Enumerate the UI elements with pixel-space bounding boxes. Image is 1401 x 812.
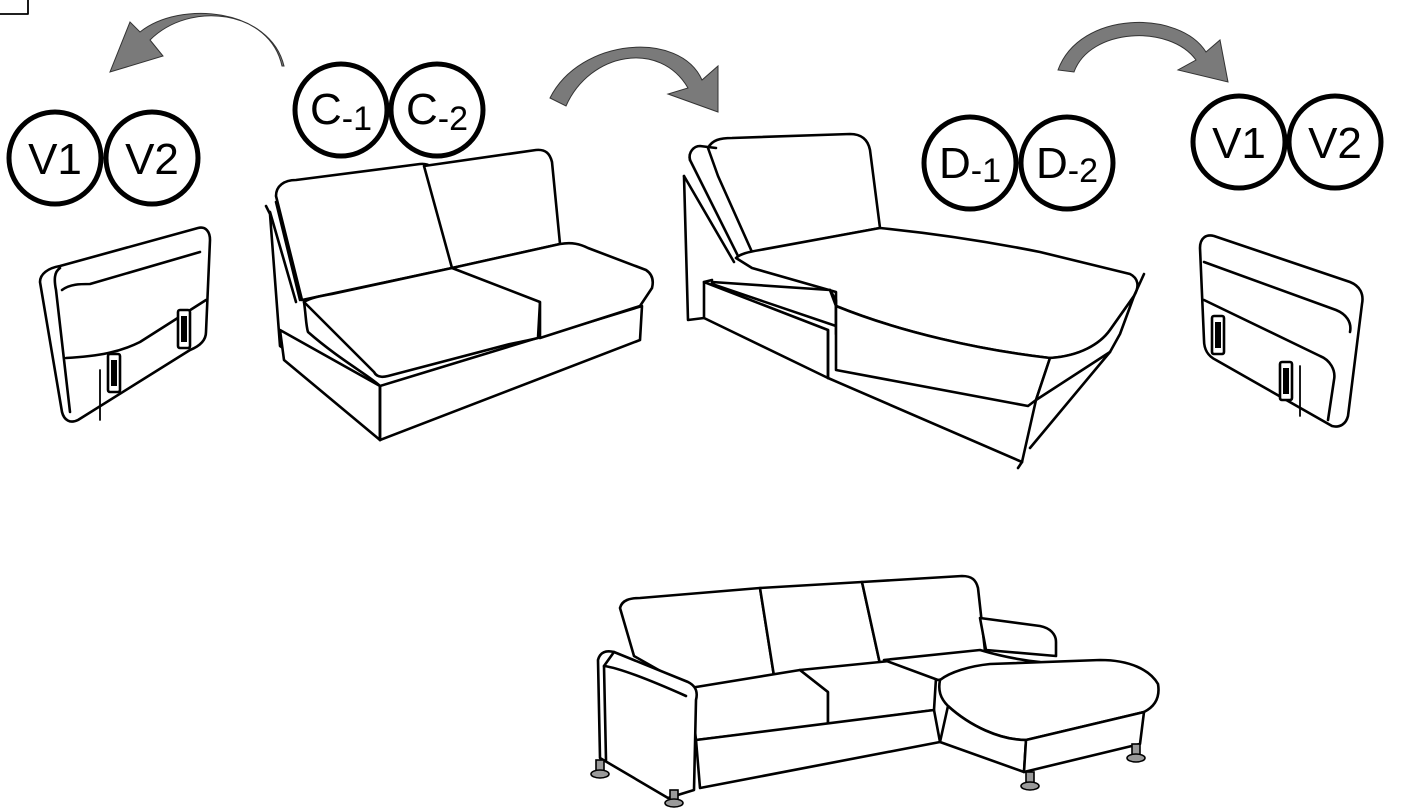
label-c1-sub: -1 <box>342 100 372 138</box>
label-v1-left-text: V1 <box>28 135 82 184</box>
assembled-sofa <box>591 576 1158 807</box>
armrest-right <box>1200 236 1363 427</box>
label-v2-right-text: V2 <box>1308 119 1362 168</box>
label-v2-right: V2 <box>1289 96 1381 188</box>
label-d2-sub: -2 <box>1068 152 1098 190</box>
arrow-left <box>110 13 284 72</box>
label-v2-left: V2 <box>106 112 198 204</box>
label-d1-sub: -1 <box>971 152 1001 190</box>
label-d1: D-1 <box>924 117 1016 209</box>
label-v2-left-text: V2 <box>125 135 179 184</box>
label-c1: C-1 <box>295 64 387 156</box>
armrest-left <box>40 228 210 422</box>
arrow-right <box>1058 22 1228 82</box>
module-c <box>266 150 653 440</box>
label-v1-right-text: V1 <box>1212 119 1266 168</box>
label-d2: D-2 <box>1021 117 1113 209</box>
label-c2-main: C <box>406 85 438 134</box>
label-v1-left: V1 <box>9 112 101 204</box>
label-d1-main: D <box>939 139 971 188</box>
label-c2-sub: -2 <box>438 100 468 138</box>
label-v1-right: V1 <box>1193 96 1285 188</box>
corner-frame <box>0 0 28 14</box>
label-d2-main: D <box>1036 139 1068 188</box>
label-c1-main: C <box>310 85 342 134</box>
arrow-center <box>550 47 718 112</box>
label-c2: C-2 <box>391 64 483 156</box>
